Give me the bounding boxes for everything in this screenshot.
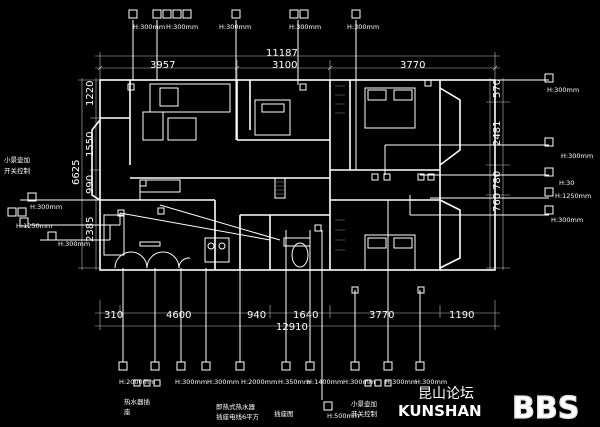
label-bottom-6: H:1400mm [307, 378, 343, 386]
dim-top-1: 3957 [150, 60, 175, 71]
dim-left-2: 1550 [85, 132, 96, 157]
socket-symbol [544, 137, 554, 147]
socket-symbol [143, 379, 151, 387]
dim-bottom-1: 310 [104, 310, 123, 321]
note-left-switch-1: 小景壶加 [4, 155, 30, 164]
label-bottom-9: H:300mm [415, 378, 447, 386]
socket-symbol [544, 73, 554, 83]
note-water-heater-2: 座 [124, 407, 131, 416]
dim-left-3: 990 [85, 175, 96, 194]
label-top-5: H:300mm [347, 23, 379, 31]
label-top-2: H:300mm [166, 23, 198, 31]
dim-bottom-6: 1190 [449, 310, 474, 321]
label-bottom-2: H:300mm [175, 378, 207, 386]
socket-symbol [133, 379, 141, 387]
dim-top-total: 11187 [266, 48, 298, 59]
label-left-3: H:300mm [58, 240, 90, 248]
socket-symbol [47, 231, 57, 241]
bottom-dimension-lines [95, 300, 500, 330]
label-bottom-3: H:300mm [207, 378, 239, 386]
socket-symbol [150, 361, 160, 371]
note-bottom-switch-1: 小景壶加 [351, 399, 377, 408]
label-top-4: H:300mm [289, 23, 321, 31]
label-top-3: H:300mm [219, 23, 251, 31]
label-left-1: H:300mm [30, 203, 62, 211]
socket-symbol [128, 9, 138, 19]
label-bottom-4: H:2000mm [241, 378, 277, 386]
socket-symbol [289, 9, 299, 19]
note-instant-heater-1: 即热式热水器 [216, 402, 256, 411]
socket-symbol [384, 379, 392, 387]
socket-symbol [17, 207, 27, 217]
socket-symbol [176, 361, 186, 371]
socket-symbol [152, 9, 162, 19]
socket-symbol [415, 361, 425, 371]
note-instant-heater-2: 插座电线6平方 [216, 412, 260, 421]
socket-symbol [118, 361, 128, 371]
socket-symbol [7, 207, 17, 217]
note-left-switch-2: 开关控制 [4, 166, 31, 175]
socket-symbol [305, 361, 315, 371]
label-bottom-8: H:300mm [385, 378, 417, 386]
dim-top-3: 3770 [400, 60, 425, 71]
label-bottom-5: H:350mm [278, 378, 310, 386]
socket-symbol [374, 379, 382, 387]
socket-symbols [7, 9, 554, 411]
label-right-2: H:300mm [561, 152, 593, 160]
dim-left-1: 1220 [85, 81, 96, 106]
socket-symbol [364, 379, 372, 387]
socket-symbol [544, 167, 554, 177]
label-left-2: H:1250mm [16, 222, 52, 230]
watermark: 昆山论坛 KUNSHAN BBS [398, 386, 580, 427]
watermark-bbs: BBS [512, 391, 579, 426]
note-bottom-switch-2: 开关控制 [351, 409, 378, 418]
label-right-3: H:30 [559, 179, 574, 187]
label-right-5: H:300mm [551, 216, 583, 224]
socket-symbol [383, 361, 393, 371]
socket-symbol [27, 192, 37, 202]
dim-right-2: 2481 [492, 121, 503, 146]
socket-symbol [235, 361, 245, 371]
note-socket-plan: 插座图 [274, 409, 294, 418]
socket-symbol [201, 361, 211, 371]
dim-bottom-3: 940 [247, 310, 266, 321]
label-bottom-1: H:2000mm [119, 378, 155, 386]
dim-bottom-5: 3770 [369, 310, 394, 321]
socket-symbol [231, 9, 241, 19]
label-right-1: H:300mm [547, 86, 579, 94]
dim-right-3: 780 [492, 171, 503, 190]
dim-right-4: 760 [492, 193, 503, 212]
note-water-heater-1: 热水器插 [124, 397, 151, 406]
dim-bottom-total: 12910 [276, 322, 308, 333]
dim-right-1: 570 [492, 79, 503, 98]
socket-symbol [281, 361, 291, 371]
label-bottom-7: H:300mm [343, 378, 375, 386]
dim-bottom-2: 4600 [166, 310, 191, 321]
socket-symbol [299, 9, 309, 19]
dim-left-total: 6625 [71, 160, 82, 185]
socket-symbol [182, 9, 192, 19]
socket-symbol [172, 9, 182, 19]
socket-symbol [162, 9, 172, 19]
socket-symbol [544, 187, 554, 197]
socket-symbol [323, 401, 333, 411]
dim-top-2: 3100 [272, 60, 297, 71]
label-bottom-10: H:500mm [327, 412, 359, 420]
socket-symbol [544, 205, 554, 215]
socket-symbol [351, 9, 361, 19]
watermark-en: KUNSHAN [398, 402, 482, 420]
dim-bottom-4: 1640 [293, 310, 318, 321]
label-top-1: H:300mm [133, 23, 165, 31]
furniture [103, 83, 416, 271]
watermark-cn: 昆山论坛 [418, 386, 474, 402]
socket-symbol [350, 361, 360, 371]
socket-symbol [19, 217, 29, 227]
dim-left-4: 2385 [85, 217, 96, 242]
label-right-4: H:1250mm [555, 192, 591, 200]
socket-symbol [153, 379, 161, 387]
